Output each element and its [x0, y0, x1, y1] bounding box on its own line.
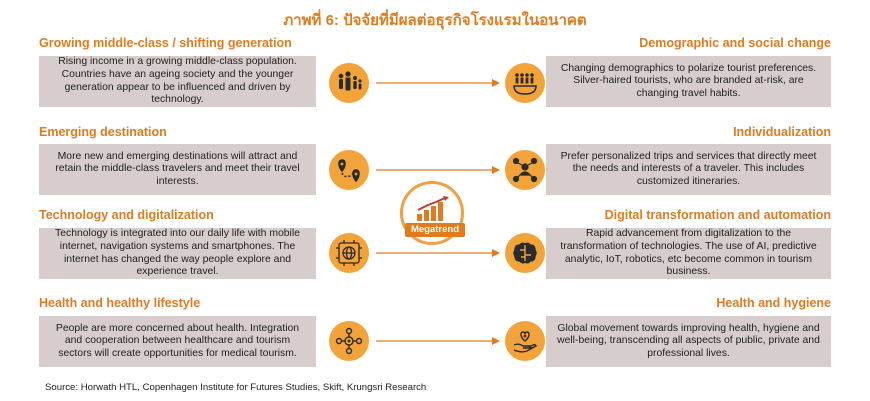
arrow-connector: [376, 249, 500, 257]
right-box-2: Prefer personalized trips and services t…: [546, 144, 831, 195]
left-heading-1: Growing middle-class / shifting generati…: [39, 36, 292, 50]
figure-title: ภาพที่ 6: ปัจจัยที่มีผลต่อธุรกิจโรงแรมใน…: [283, 12, 587, 29]
right-heading-2: Individualization: [733, 125, 831, 139]
health-lifestyle-icon: [329, 321, 369, 361]
arrow-connector: [376, 337, 500, 345]
person-network-icon: [505, 150, 545, 190]
map-pins-icon: [329, 150, 369, 190]
left-heading-3: Technology and digitalization: [39, 208, 214, 222]
arrow-connector: [376, 166, 500, 174]
source-note: Source: Horwath HTL, Copenhagen Institut…: [45, 382, 427, 393]
left-box-3: Technology is integrated into our daily …: [39, 228, 316, 279]
crowd-icon: [505, 63, 545, 103]
family-icon: [329, 63, 369, 103]
hand-heart-icon: [505, 321, 545, 361]
arrow-connector: [376, 79, 500, 87]
ai-brain-icon: [505, 233, 545, 273]
right-box-3: Rapid advancement from digitalization to…: [546, 228, 831, 279]
right-box-1: Changing demographics to polarize touris…: [546, 56, 831, 107]
left-box-1: Rising income in a growing middle-class …: [39, 56, 316, 107]
right-box-4: Global movement towards improving health…: [546, 316, 831, 367]
right-heading-4: Health and hygiene: [716, 296, 831, 310]
right-heading-1: Demographic and social change: [639, 36, 831, 50]
left-heading-4: Health and healthy lifestyle: [39, 296, 201, 310]
right-heading-3: Digital transformation and automation: [604, 208, 831, 222]
rising-bars-icon: [417, 196, 449, 221]
globe-circuit-icon: [329, 233, 369, 273]
left-box-4: People are more concerned about health. …: [39, 316, 316, 367]
left-box-2: More new and emerging destinations will …: [39, 144, 316, 195]
megatrend-label: Megatrend: [405, 223, 465, 237]
left-heading-2: Emerging destination: [39, 125, 167, 139]
